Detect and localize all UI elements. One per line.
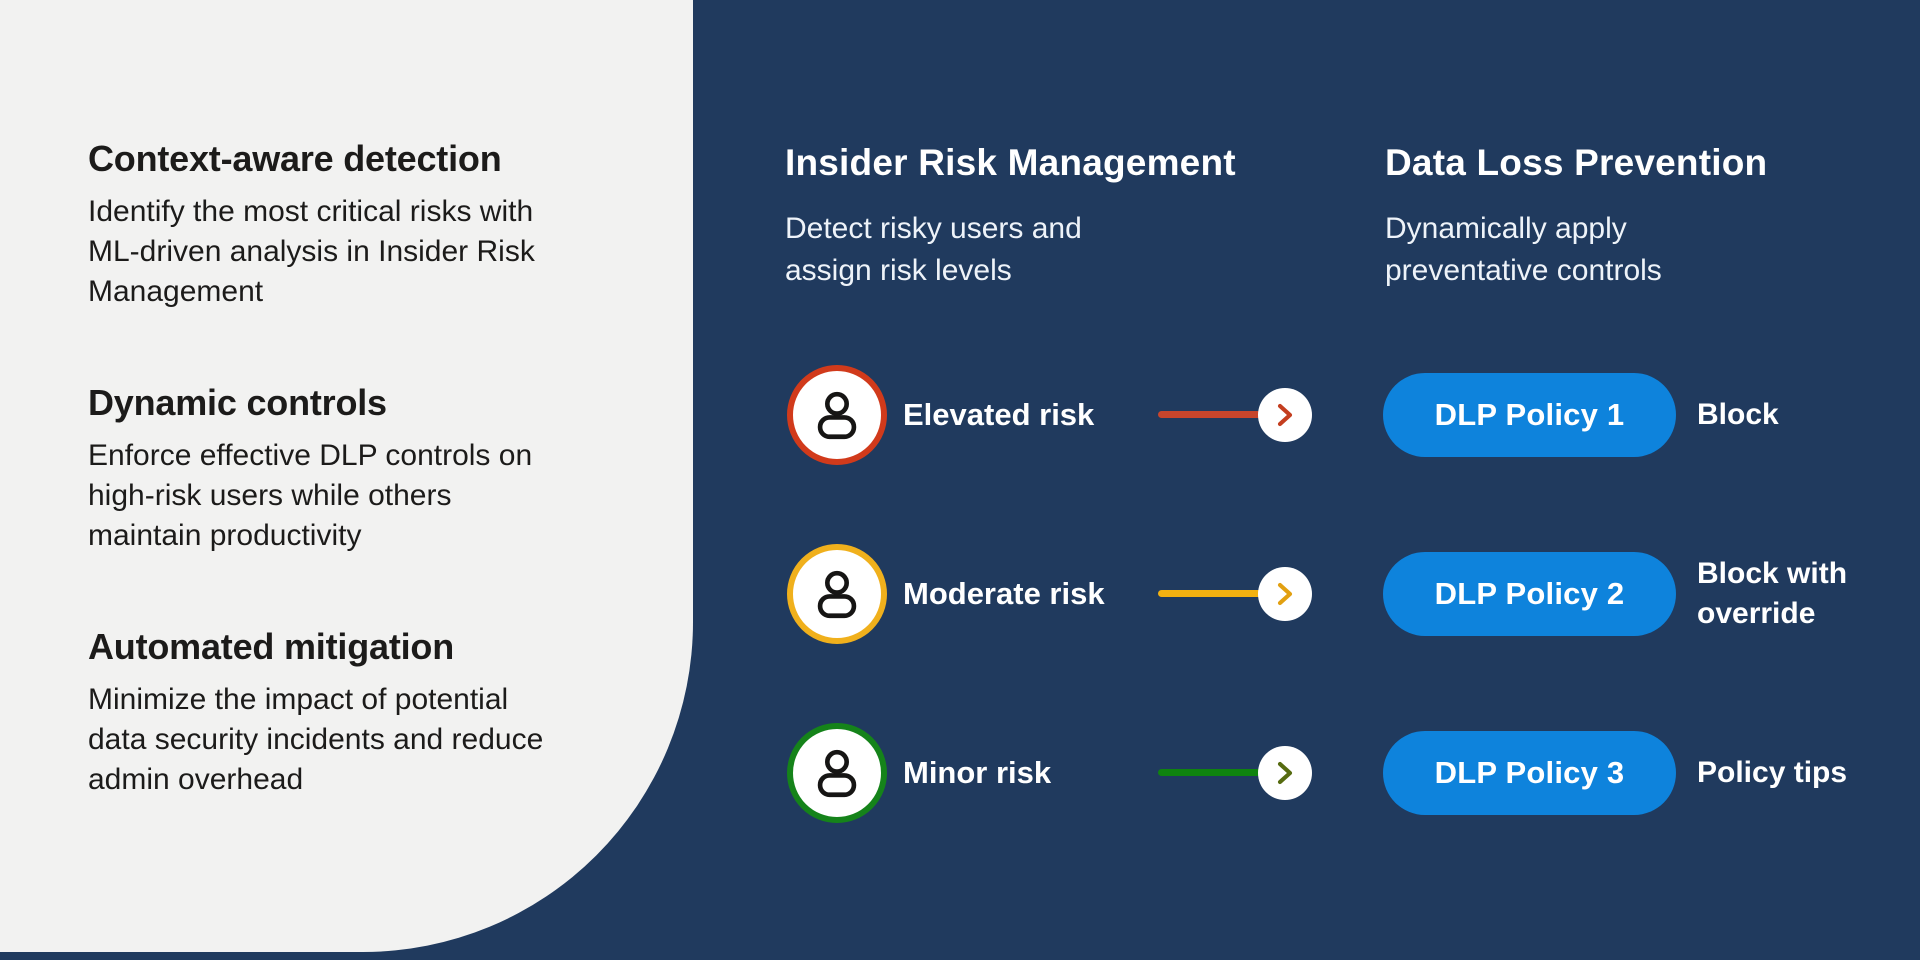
person-icon <box>817 749 857 798</box>
feature-description-line: Management <box>88 275 264 308</box>
action-line: override <box>1697 597 1816 630</box>
risk-level-label: Elevated risk <box>903 397 1095 432</box>
column-title: Data Loss Prevention <box>1385 142 1768 183</box>
feature-title: Dynamic controls <box>88 382 387 423</box>
policy-action-label: Block <box>1697 373 1912 457</box>
column-subtitle-line: Detect risky users and <box>785 212 1082 245</box>
policy-action-label: Policy tips <box>1697 731 1912 815</box>
dlp-policy-3-button: DLP Policy 3 <box>1383 731 1676 815</box>
flow-arrow-circle <box>1258 567 1312 621</box>
feature-title: Context-aware detection <box>88 138 502 179</box>
feature-description-line: ML-driven analysis in Insider Risk <box>88 235 535 268</box>
flow-arrow-circle <box>1258 746 1312 800</box>
risk-level-label: Minor risk <box>903 755 1052 790</box>
policy-action-label: Block with override <box>1697 552 1912 636</box>
feature-list: Context-aware detection Identify the mos… <box>88 138 588 870</box>
person-icon <box>817 570 857 619</box>
feature-automated-mitigation: Automated mitigation Minimize the impact… <box>88 626 588 800</box>
feature-description-line: Enforce effective DLP controls on <box>88 439 533 472</box>
flow-connector-line <box>1158 411 1270 418</box>
feature-description-line: admin overhead <box>88 763 304 796</box>
user-avatar-elevated-risk <box>787 365 887 465</box>
column-subtitle-line: Dynamically apply <box>1385 212 1627 245</box>
column-title: Insider Risk Management <box>785 142 1236 183</box>
chevron-right-icon <box>1277 761 1293 785</box>
feature-description-line: Minimize the impact of potential <box>88 683 509 716</box>
user-avatar-minor-risk <box>787 723 887 823</box>
column-subtitle-line: assign risk levels <box>785 254 1012 287</box>
user-avatar-moderate-risk <box>787 544 887 644</box>
feature-description-line: maintain productivity <box>88 519 362 552</box>
action-line: Policy tips <box>1697 756 1848 789</box>
dlp-policy-2-button: DLP Policy 2 <box>1383 552 1676 636</box>
feature-description-line: data security incidents and reduce <box>88 723 544 756</box>
column-subtitle-line: preventative controls <box>1385 254 1662 287</box>
chevron-right-icon <box>1277 403 1293 427</box>
action-line: Block with <box>1697 557 1848 590</box>
flow-connector-line <box>1158 769 1270 776</box>
dlp-policy-1-button: DLP Policy 1 <box>1383 373 1676 457</box>
left-feature-panel <box>0 0 693 952</box>
column-header-insider-risk-management: Insider Risk Management Detect risky use… <box>785 142 1236 292</box>
feature-dynamic-controls: Dynamic controls Enforce effective DLP c… <box>88 382 588 556</box>
feature-description-line: Identify the most critical risks with <box>88 195 534 228</box>
feature-title: Automated mitigation <box>88 626 454 667</box>
action-line: Block <box>1697 398 1779 431</box>
column-header-data-loss-prevention: Data Loss Prevention Dynamically apply p… <box>1385 142 1767 292</box>
risk-level-label: Moderate risk <box>903 576 1105 611</box>
person-icon <box>817 391 857 440</box>
flow-arrow-circle <box>1258 388 1312 442</box>
chevron-right-icon <box>1277 582 1293 606</box>
flow-connector-line <box>1158 590 1270 597</box>
feature-description-line: high-risk users while others <box>88 479 452 512</box>
feature-context-aware-detection: Context-aware detection Identify the mos… <box>88 138 588 312</box>
